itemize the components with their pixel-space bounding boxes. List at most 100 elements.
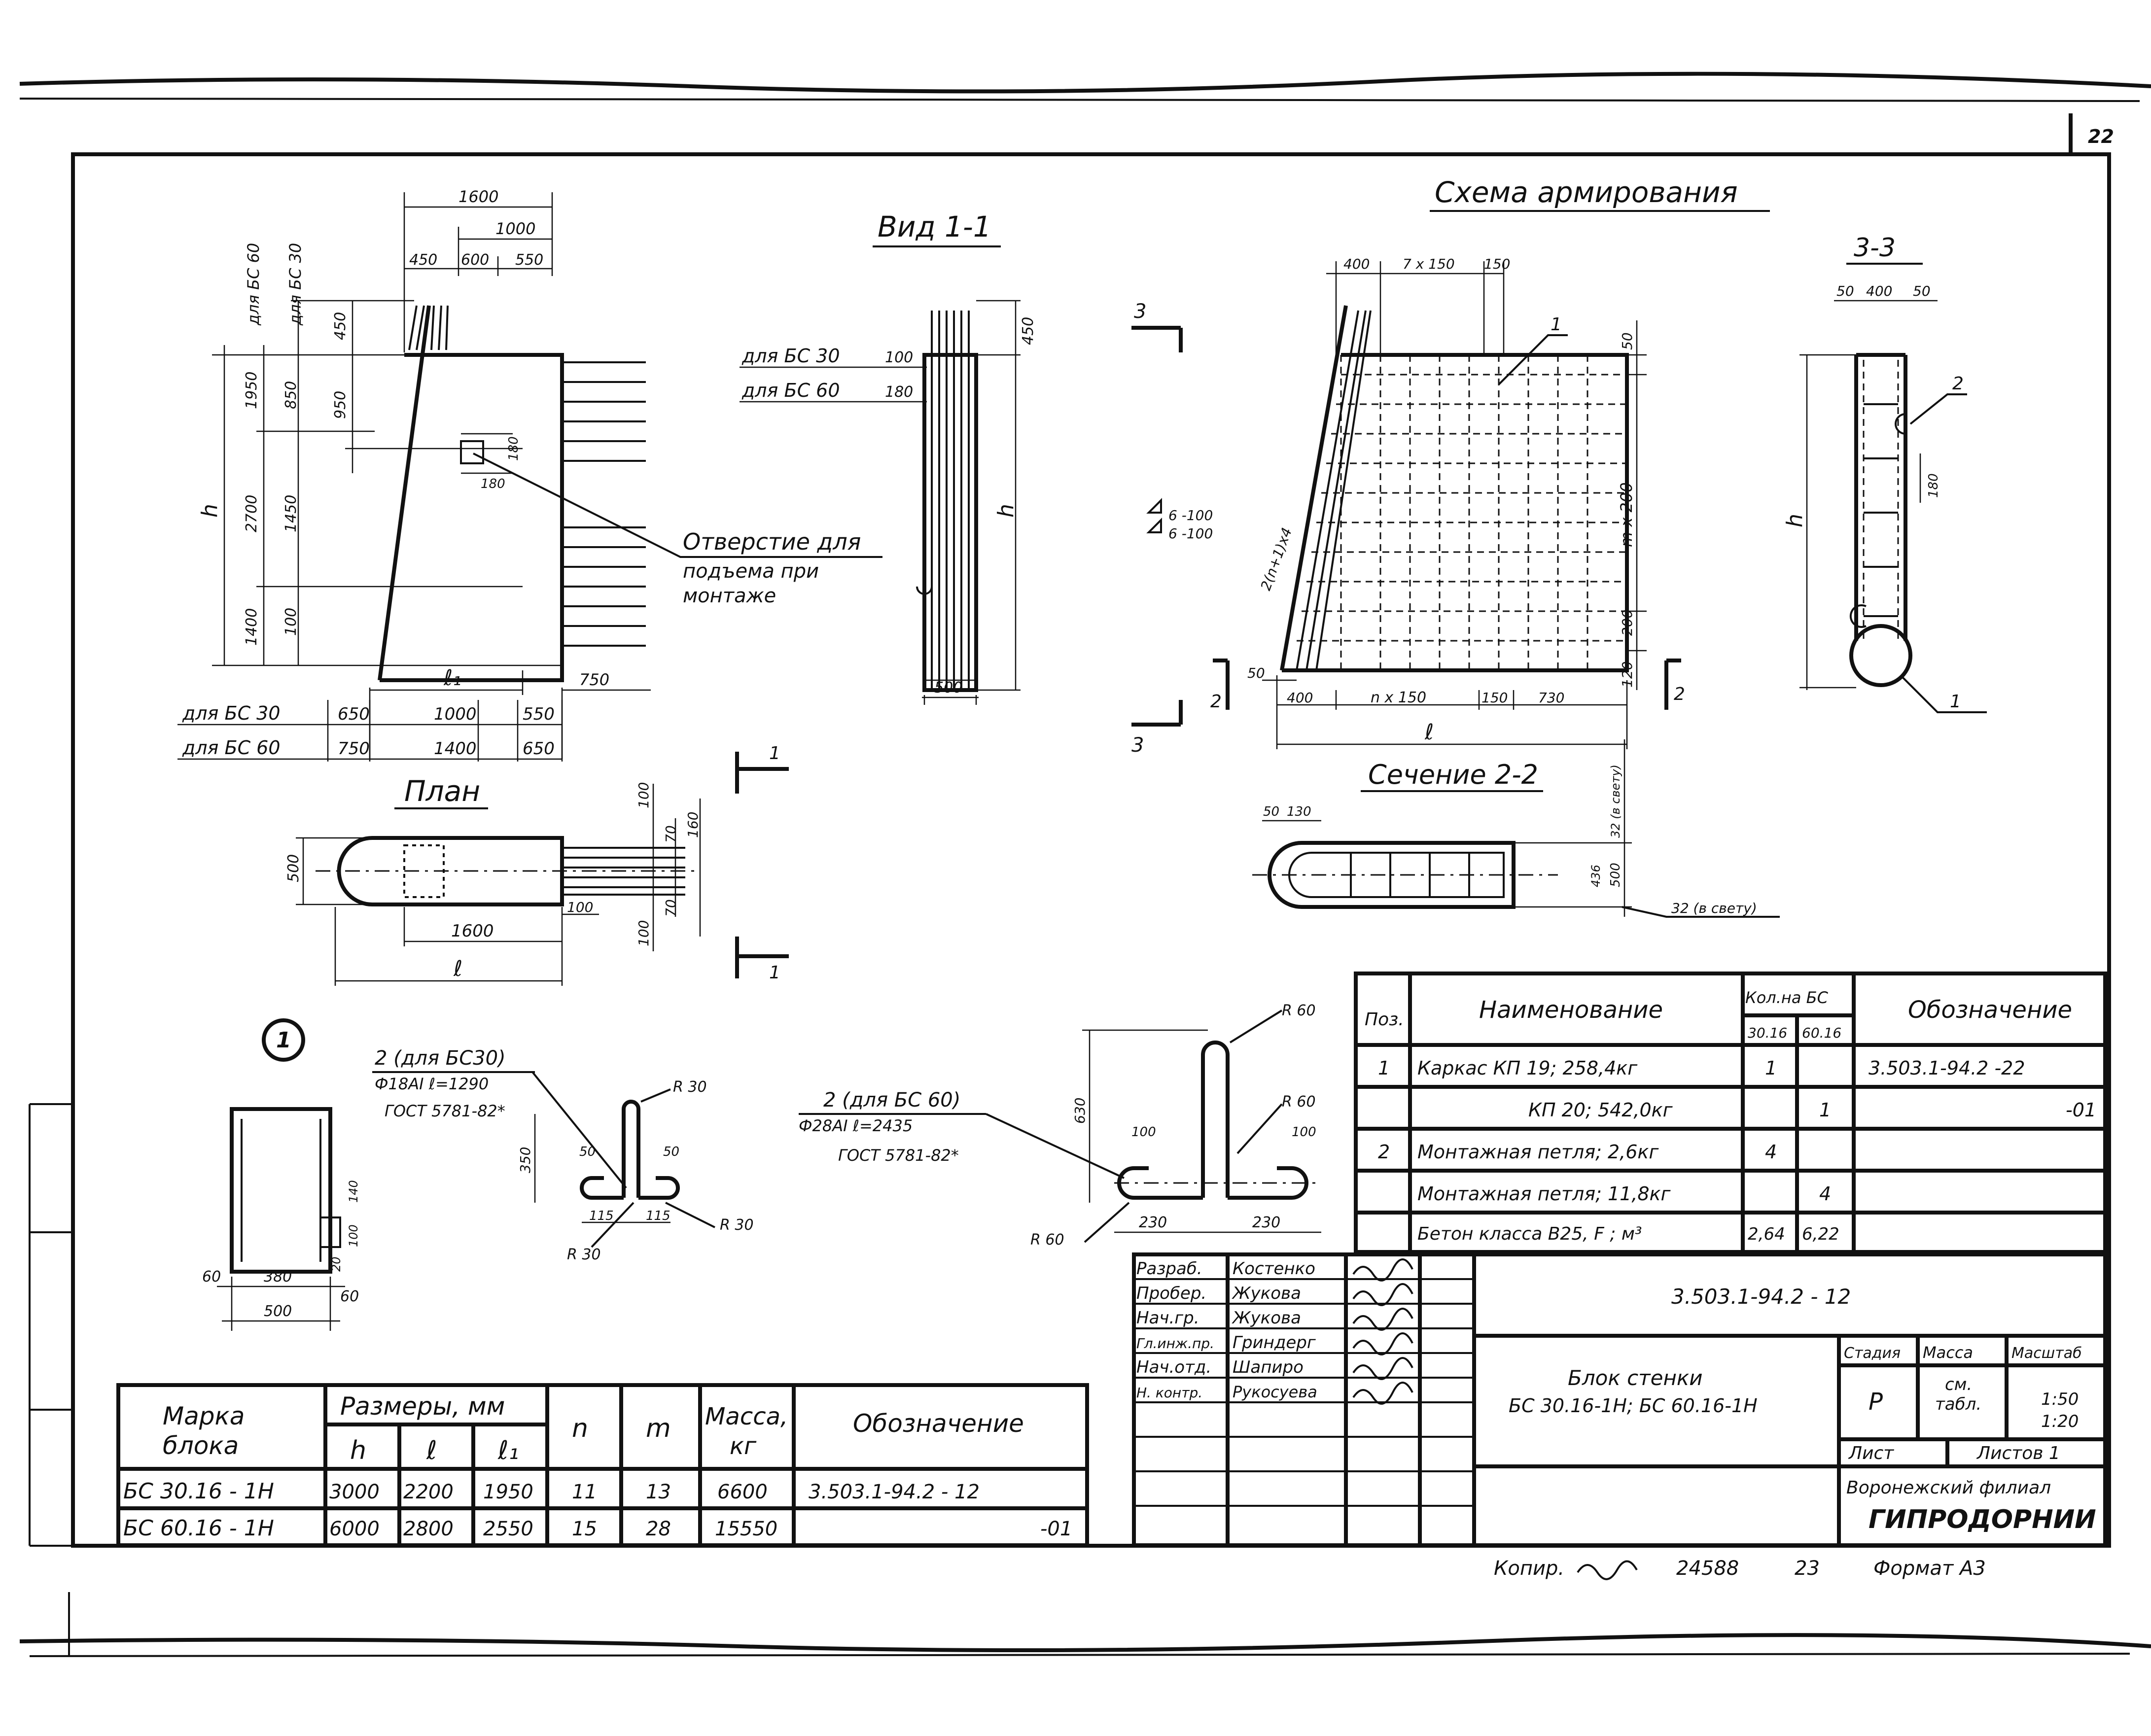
bottom-strip: Копир. 24588 23 Формат А3	[1494, 1557, 1986, 1580]
scheme-top-7x150: 7 x 150	[1403, 256, 1455, 272]
scheme-top-400: 400	[1343, 256, 1370, 272]
scheme-weld-2: 6 -100	[1168, 525, 1213, 542]
marks-row2-l1: 2550	[483, 1518, 533, 1540]
loop60-dim-100a: 100	[1131, 1125, 1156, 1140]
sec33-h: h	[1782, 514, 1807, 527]
loop60-dim-100b: 100	[1292, 1125, 1316, 1140]
elev-vdim-1400: 1400	[243, 608, 260, 646]
scheme-mark-2-right: 2	[1674, 684, 1685, 704]
scheme-weld-1: 6 -100	[1168, 507, 1213, 523]
marks-head-mark-1: Марка	[163, 1402, 245, 1430]
spec-head-name: Наименование	[1479, 996, 1663, 1024]
row-bc60-a: 750	[338, 739, 370, 759]
marks-row2-n: 15	[572, 1518, 597, 1540]
loop60-title: 2 (для БС 60)	[823, 1089, 960, 1111]
elev-h-label: h	[197, 504, 222, 518]
node1-dim-100: 100	[347, 1224, 360, 1247]
elev-vdim-100: 100	[282, 608, 300, 636]
elev-vdim-1450: 1450	[282, 495, 300, 532]
view11-row1-label: для БС 30	[741, 345, 840, 367]
elev-dim-1000: 1000	[495, 219, 535, 238]
org-line-1: Воронежский филиал	[1846, 1478, 2051, 1498]
marks-sub-l1: ℓ₁	[497, 1436, 519, 1465]
plan-title: План	[404, 774, 480, 808]
sec33-pos-2: 2	[1952, 374, 1964, 394]
sec22-right-32: 32 (в свету)	[1609, 764, 1622, 838]
spec-row3-q1: 4	[1765, 1141, 1777, 1163]
loop60-gost: ГОСТ 5781-82*	[838, 1146, 959, 1165]
spec-head-qty: Кол.на БС	[1745, 988, 1829, 1007]
loop60-r-right: R 60	[1282, 1093, 1316, 1111]
name-3: Жукова	[1232, 1308, 1301, 1328]
copy-label: Копир.	[1494, 1557, 1564, 1580]
sec22-right-500: 500	[1608, 863, 1623, 887]
spec-row2-q2: 1	[1819, 1099, 1831, 1121]
scheme-right-200: 200	[1619, 610, 1635, 636]
copy-sheet: 23	[1795, 1557, 1820, 1580]
marks-head-n: n	[572, 1414, 588, 1443]
marks-table: Марка блока Размеры, мм h ℓ ℓ₁ n m Масса…	[116, 1383, 1089, 1547]
spec-row5-q2: 6,22	[1802, 1224, 1839, 1244]
spec-row2-desig: -01	[2066, 1099, 2096, 1121]
row-bc30-c: 550	[523, 704, 555, 724]
marks-row2-h: 6000	[329, 1518, 380, 1540]
spec-head-desig: Обозначение	[1908, 996, 2072, 1024]
scheme-bottom-150: 150	[1481, 690, 1508, 706]
sec33-dim-400: 400	[1866, 283, 1892, 299]
role-5: Нач.отд.	[1136, 1357, 1211, 1377]
section-2-2: Сечение 2-2 50 130 32 (в свету) 436 500 …	[1252, 739, 1780, 918]
spec-row1-q1: 1	[1765, 1057, 1777, 1079]
reinforcement-scheme: Схема армирования	[1131, 175, 1770, 757]
marks-row1-l: 2200	[403, 1481, 454, 1503]
plan-section-mark-bottom: 1	[769, 963, 780, 983]
sec33-dim-50a: 50	[1836, 283, 1854, 299]
row-bc60-c: 650	[523, 739, 555, 759]
plan-l: ℓ	[453, 956, 462, 981]
block-name-1: Блок стенки	[1568, 1366, 1703, 1390]
loop30-r-top: R 30	[673, 1078, 707, 1096]
sec33-dim-50b: 50	[1913, 283, 1931, 299]
marks-head-m: m	[646, 1414, 671, 1443]
hole-note-title: Отверстие для	[683, 528, 861, 555]
title-block: Разраб. Пробер. Нач.гр. Гл.инж.пр. Нач.о…	[1132, 1252, 2107, 1547]
spec-row2-name: КП 20; 542,0кг	[1528, 1099, 1673, 1121]
spec-row1-name: Каркас КП 19; 258,4кг	[1417, 1057, 1638, 1079]
view11-h: h	[993, 504, 1019, 518]
stage-val: Р	[1869, 1388, 1883, 1416]
signatures	[1352, 1258, 1413, 1405]
scheme-title: Схема армирования	[1435, 175, 1738, 209]
loop30-spec: Ф18АI ℓ=1290	[375, 1075, 489, 1093]
view11-bottom-dim: 500	[934, 679, 962, 696]
sheet-frame	[29, 113, 2111, 1548]
scale-val-1: 1:50	[2041, 1389, 2079, 1409]
role-4: Гл.инж.пр.	[1136, 1335, 1214, 1352]
loop30-gost: ГОСТ 5781-82*	[385, 1102, 505, 1120]
spec-row5-name: Бетон класса В25, F ; м³	[1417, 1224, 1642, 1244]
plan-dim-100c: 100	[635, 920, 652, 946]
view-1-1: Вид 1-1 для БС 30 100 для БС 60 180 450 …	[740, 210, 1037, 705]
plan-dim-500: 500	[285, 854, 302, 882]
row-bc60-b: 1400	[434, 739, 477, 759]
loop60-r-top: R 60	[1282, 1002, 1316, 1019]
row-bc60-label: для БС 60	[182, 737, 281, 759]
loop60-dim-230b: 230	[1252, 1214, 1280, 1231]
scan-edge-lines	[19, 71, 2151, 1657]
spec-row1-pos: 1	[1378, 1057, 1390, 1079]
elev-dim-550: 550	[515, 251, 543, 269]
node1-dim-20: 20	[329, 1256, 343, 1272]
page-number: 22	[2088, 126, 2114, 147]
marks-row1-mark: БС 30.16 - 1Н	[123, 1479, 274, 1504]
marks-head-mark-2: блока	[163, 1431, 239, 1460]
role-3: Нач.гр.	[1136, 1308, 1199, 1328]
loop60-spec: Ф28АI ℓ=2435	[799, 1116, 913, 1135]
plan-dim-70a: 70	[663, 825, 679, 843]
mass-head: Масса	[1923, 1343, 1973, 1362]
node1-dim-380: 380	[264, 1268, 292, 1285]
scheme-mark-2-left: 2	[1210, 692, 1222, 712]
marks-row2-desig: -01	[1040, 1518, 1072, 1540]
spec-head-sub-2: 60.16	[1802, 1025, 1841, 1041]
node-1-detail: 1 60 380 60 500 20 100 140	[202, 1018, 360, 1331]
view11-top-dim: 450	[1020, 317, 1037, 345]
elev-dim-450: 450	[409, 251, 437, 269]
node1-dim-60a: 60	[202, 1268, 221, 1285]
